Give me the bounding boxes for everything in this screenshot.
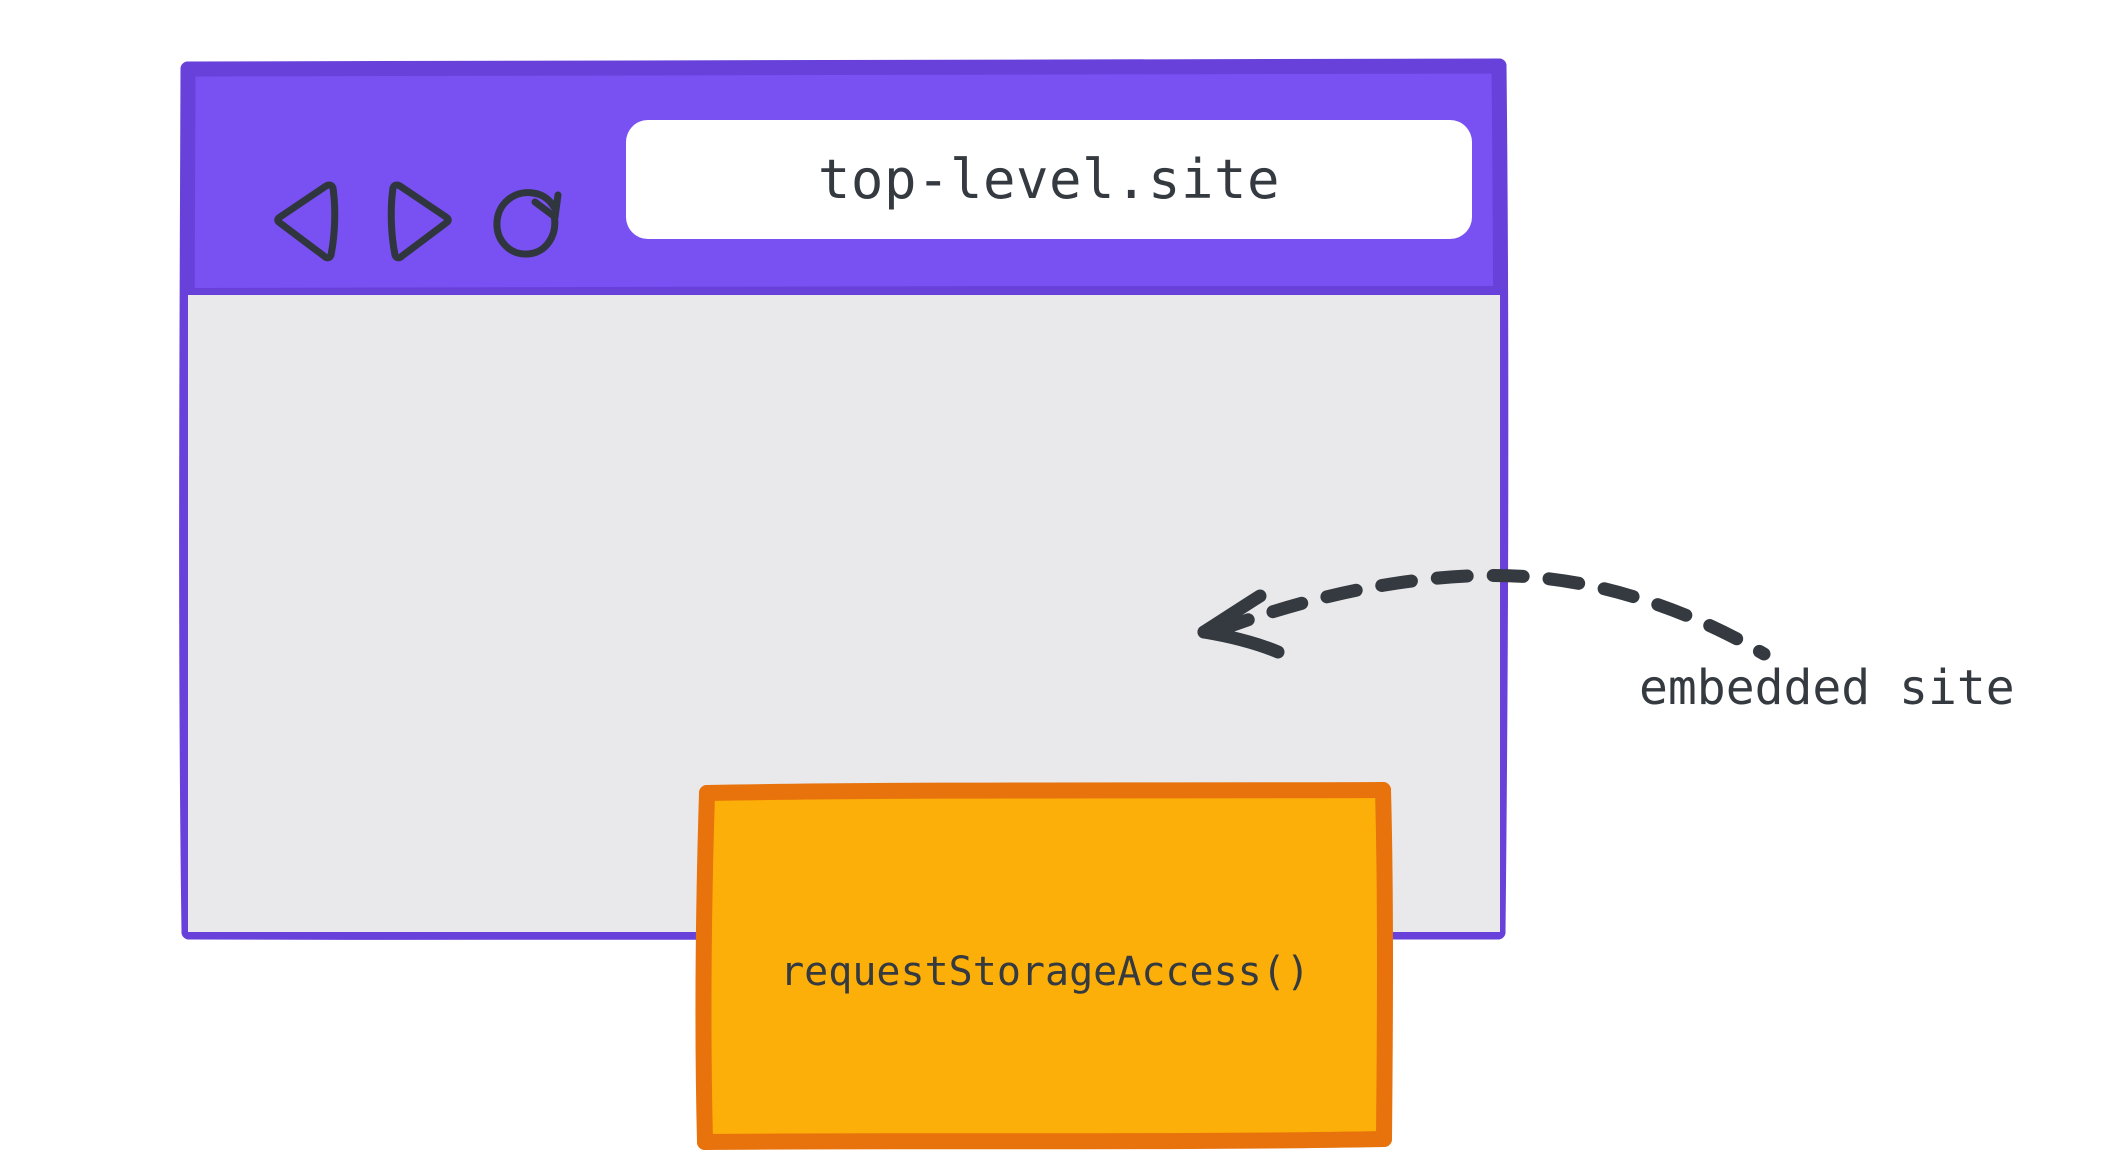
reload-button[interactable] [488,179,572,263]
triangle-left-icon [274,181,339,262]
embedded-label-wrap: requestStorageAccess() [707,792,1383,1139]
embedded-box-fill [707,790,1385,1141]
toolbar-divider [182,285,1506,302]
embedded-site-box[interactable]: requestStorageAccess() [695,782,1393,1150]
frame-top-edge [180,58,1507,77]
embedded-bottom-edge [697,1131,1392,1150]
embedded-right-edge [1375,782,1393,1147]
embedded-top-edge [699,782,1391,801]
annotation-arrow [1197,568,1771,661]
url-text: top-level.site [817,148,1281,211]
back-button[interactable] [272,179,346,263]
nav-button-group [272,179,572,263]
circular-arrow-icon [493,189,559,258]
url-bar[interactable]: top-level.site [626,120,1472,239]
reload-arrowhead-icon [531,191,562,221]
dashed-arrow-path [1213,568,1771,661]
arrowhead-lower-barb [1197,625,1285,659]
diagram-canvas: top-level.site requestStorageAccess() [179,58,2015,1150]
browser-toolbar: top-level.site [188,67,1500,295]
triangle-right-icon [387,181,452,262]
embedded-site-annotation-label: embedded site [1639,660,2015,716]
forward-button[interactable] [380,179,454,263]
request-storage-access-label: requestStorageAccess() [780,948,1310,995]
frame-left-edge [179,61,197,940]
browser-viewport: requestStorageAccess() [188,295,1500,1150]
browser-window: top-level.site requestStorageAccess() [179,58,1509,1150]
